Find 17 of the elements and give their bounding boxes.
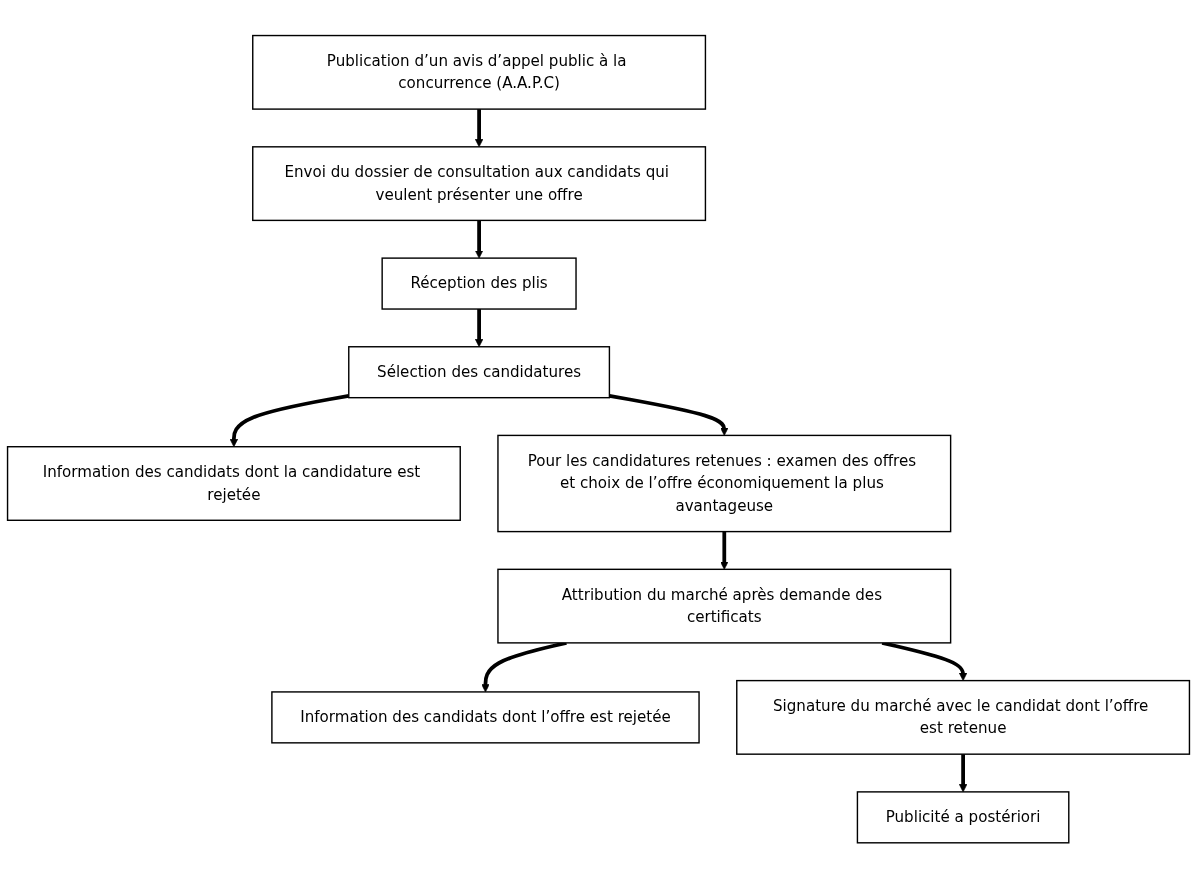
node-box: Information des candidats dont l’offre est rejetée	[271, 691, 700, 744]
node-box: Publicité a postériori	[856, 791, 1070, 844]
node-box: Sélection des candidatures	[348, 346, 611, 399]
arrow	[474, 309, 484, 348]
node-box: Réception des plis	[381, 257, 577, 311]
node-box: Attribution du marché après demande des certificats	[497, 568, 952, 644]
arrow	[958, 754, 968, 793]
arrow	[609, 394, 729, 437]
node-box: Signature du marché avec le candidat dont l’offre est retenue	[736, 680, 1191, 756]
node-box: Information des candidats dont la candidature est rejetée	[6, 446, 461, 522]
arrow	[474, 109, 484, 148]
arrow	[229, 394, 350, 448]
node-box: Publication d’un avis d’appel public à la concurrence (A.A.P.C)	[252, 35, 707, 111]
node-box: Pour les candidatures retenues : examen des offres et choix de l’offre économiquement la plus avantageuse	[497, 435, 952, 533]
arrow	[474, 220, 484, 259]
node-box: Envoi du dossier de consultation aux candidats qui veulent présenter une offre	[252, 146, 707, 222]
arrow	[720, 531, 729, 570]
